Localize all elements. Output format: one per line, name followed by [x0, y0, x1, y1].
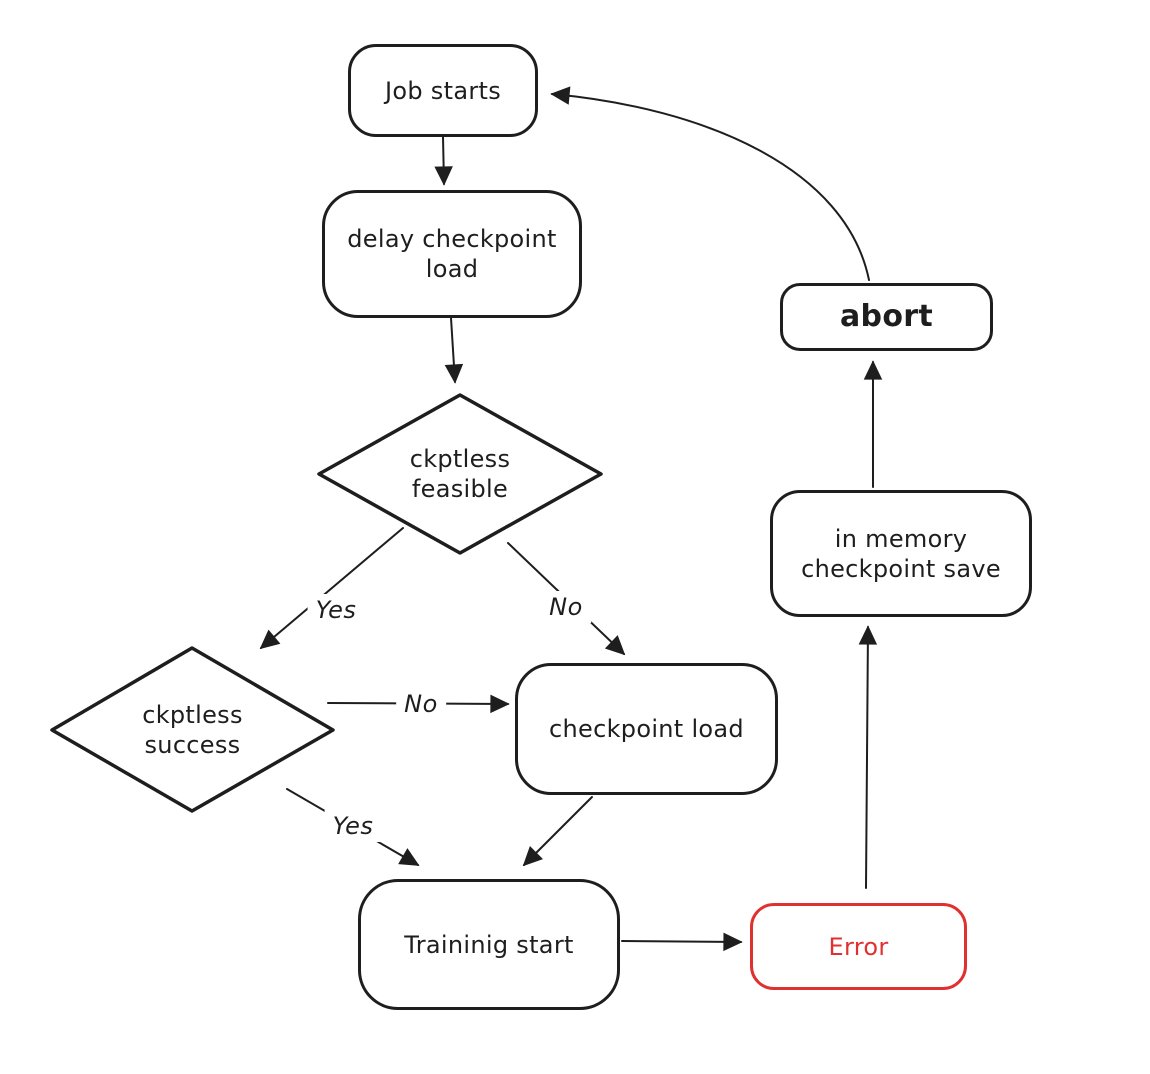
edge-delay-to-feasible — [444, 317, 464, 384]
node-job-starts: Job starts — [348, 44, 538, 137]
node-job-starts-label: Job starts — [384, 76, 502, 105]
node-in-memory-checkpoint-save-label: in memory checkpoint save — [801, 524, 1001, 583]
node-delay-checkpoint-load: delay checkpoint load — [322, 190, 582, 318]
node-error-label: Error — [828, 932, 889, 961]
node-delay-checkpoint-load-label: delay checkpoint load — [347, 225, 557, 283]
edge-error-to-in-memory-save — [858, 625, 878, 889]
edge-feasible-yes-to-success — [259, 527, 404, 650]
node-error: Error — [750, 903, 967, 990]
edge-job-starts-to-delay — [434, 136, 453, 186]
diamond-shape — [317, 393, 603, 555]
node-traininig-start: Traininig start — [358, 879, 620, 1010]
node-abort: abort — [780, 283, 993, 351]
node-checkpoint-load: checkpoint load — [515, 663, 778, 795]
node-ckptless-feasible: ckptless feasible — [315, 391, 605, 557]
node-ckptless-feasible-label: ckptless feasible — [409, 445, 511, 503]
edge-label-success-yes: Yes — [324, 810, 382, 842]
edge-label-feasible-yes: Yes — [307, 594, 365, 626]
node-abort-label: abort — [840, 299, 933, 335]
edge-traininig-to-error — [621, 932, 743, 952]
node-traininig-start-label: Traininig start — [404, 930, 574, 959]
edge-abort-to-job-starts — [550, 86, 870, 281]
node-checkpoint-load-label: checkpoint load — [549, 715, 744, 743]
node-in-memory-checkpoint-save: in memory checkpoint save — [770, 490, 1032, 617]
edge-label-success-no: No — [396, 688, 446, 720]
node-ckptless-success: ckptless success — [48, 644, 337, 815]
edge-label-feasible-no: No — [541, 591, 591, 623]
node-ckptless-success-label: ckptless success — [142, 700, 243, 759]
edge-checkpoint-load-to-traininig — [522, 796, 593, 867]
diamond-shape — [50, 646, 335, 813]
